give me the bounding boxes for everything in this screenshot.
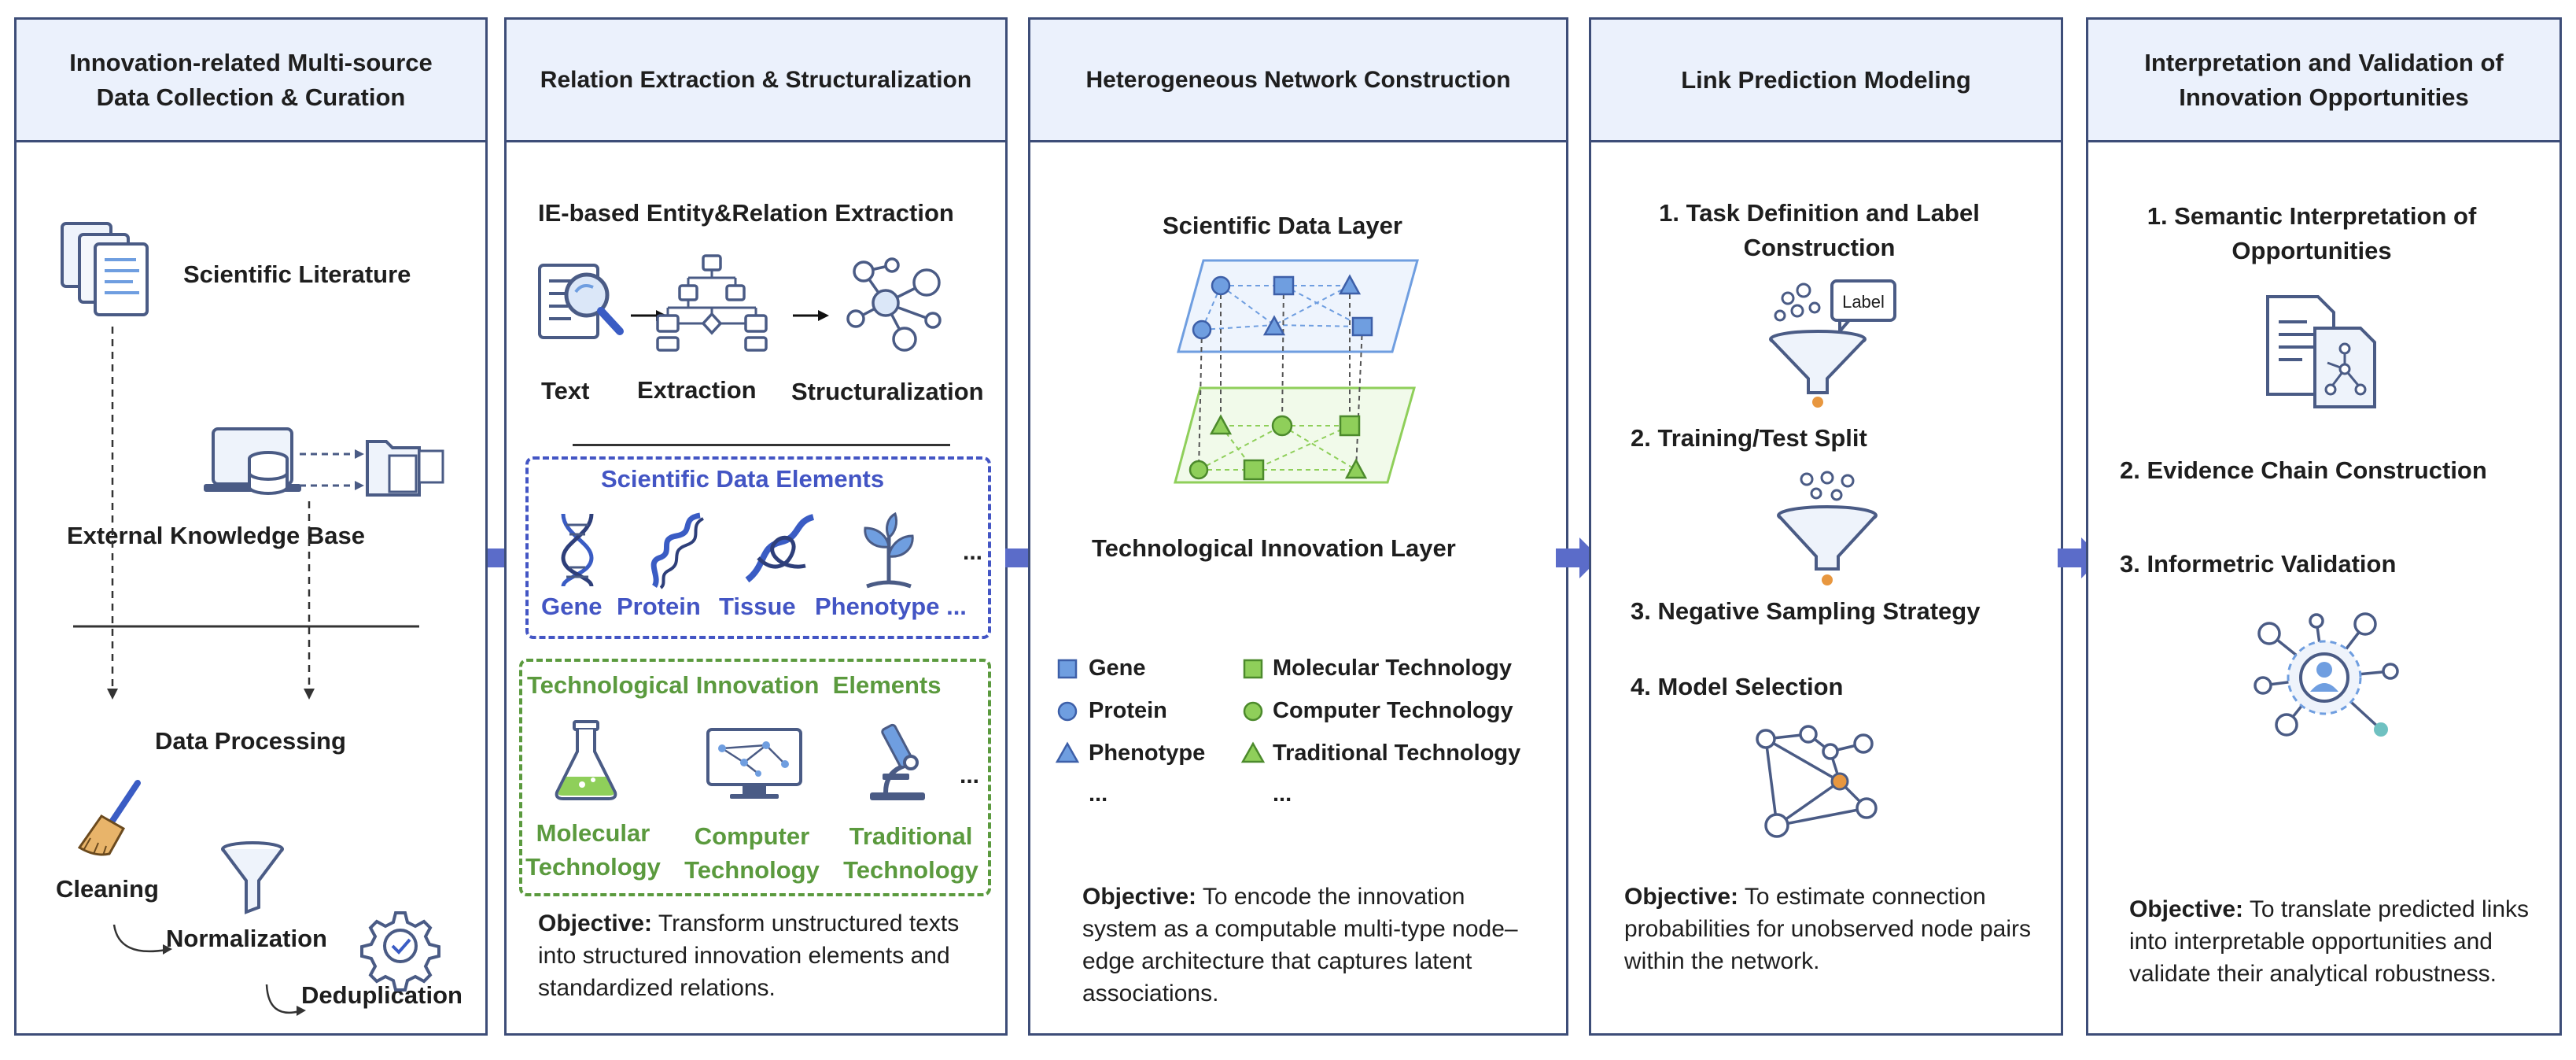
objective-text: Objective: Transform unstructured texts … [538, 907, 994, 1004]
tech-elements-box [519, 659, 991, 896]
objective-body: To encode the innovation system as a com… [1082, 884, 1518, 1006]
objective-body: Transform unstructured texts into struct… [538, 910, 960, 1001]
computer-monitor-icon [706, 728, 802, 799]
normalization-label: Normalization [166, 925, 327, 952]
objective-body: To estimate connection probabilities for… [1624, 884, 2031, 974]
objective-text: Objective: To translate predicted links … [2129, 893, 2538, 990]
scientific-literature-label: Scientific Literature [183, 260, 411, 288]
step-evidence-chain: 2. Evidence Chain Construction [2120, 456, 2487, 484]
scientific-elements-heading: Scientific Data Elements [601, 465, 885, 493]
objective-text: Objective: To encode the innovation syst… [1082, 881, 1539, 1010]
element-gene-label: Gene [541, 593, 603, 620]
legend-marker-circle-green [1243, 701, 1263, 722]
panel-title: Link Prediction Modeling [1591, 20, 2061, 142]
panel-relation-extraction: Relation Extraction & Structuralization … [504, 17, 1008, 1036]
microscope-icon [870, 723, 925, 800]
legend-marker-square-green [1243, 659, 1263, 679]
scientific-elements-box [525, 456, 991, 639]
legend-protein: Protein [1089, 698, 1167, 723]
funnel-icon [221, 841, 284, 914]
text-search-icon [538, 264, 624, 339]
step-model-selection: 4. Model Selection [1631, 673, 1844, 700]
legend-marker-circle-blue [1057, 701, 1078, 722]
legend-ellipsis: ... [1089, 781, 1108, 807]
step-negative-sampling: 3. Negative Sampling Strategy [1631, 597, 1981, 625]
protein-helix-icon [650, 512, 705, 589]
legend-marker-triangle-blue [1055, 741, 1080, 763]
tissue-fiber-icon [745, 514, 815, 583]
funnel-label-icon: Label [1769, 279, 1896, 408]
document-stack-icon [61, 222, 149, 316]
legend-marker-square-blue [1057, 659, 1078, 679]
step-informetric-validation: 3. Informetric Validation [2120, 550, 2397, 578]
panel-interpretation-validation: Interpretation and Validation of Innovat… [2086, 17, 2562, 1036]
panel-title: Heterogeneous Network Construction [1030, 20, 1566, 142]
tech-traditional-label: Traditional Technology [843, 822, 978, 884]
step-task-definition: 1. Task Definition and Label Constructio… [1659, 199, 1980, 261]
broom-icon [77, 780, 141, 856]
tech-layer-label: Technological Innovation Layer [1092, 534, 1456, 562]
scientific-layer-label: Scientific Data Layer [1163, 212, 1402, 239]
dna-icon [561, 513, 594, 587]
graph-model-icon [1756, 725, 1878, 838]
data-processing-label: Data Processing [155, 727, 346, 755]
panel-link-prediction: Link Prediction Modeling 1. Task Definit… [1589, 17, 2063, 1036]
ellipsis-text: ... [963, 539, 983, 565]
step-text-label: Text [541, 377, 590, 404]
step-semantic-interpretation: 1. Semantic Interpretation of Opportunit… [2147, 202, 2477, 264]
legend-traditional-technology: Traditional Technology [1273, 741, 1521, 766]
hierarchy-icon [656, 254, 768, 352]
funnel-split-icon [1777, 471, 1878, 585]
objective-text: Objective: To estimate connection probab… [1624, 881, 2049, 977]
arrow-right-icon [793, 310, 829, 321]
objective-body: To translate predicted links into interp… [2129, 896, 2530, 987]
flow-dashed-lines [73, 327, 419, 700]
objective-label: Objective: [538, 910, 653, 936]
gear-check-icon [360, 911, 440, 992]
ellipsis-text: ... [960, 763, 980, 789]
tech-elements-heading: Technological Innovation Elements [527, 671, 942, 699]
deduplication-label: Deduplication [301, 981, 463, 1009]
tech-computer-label: Computer Technology [684, 822, 820, 884]
user-network-icon [2254, 612, 2399, 737]
legend-computer-technology: Computer Technology [1273, 698, 1513, 723]
panel-network-construction: Heterogeneous Network Construction Scien… [1028, 17, 1568, 1036]
legend-phenotype: Phenotype [1089, 741, 1206, 766]
objective-label: Objective: [2129, 896, 2244, 922]
panel-data-collection: Innovation-related Multi-source Data Col… [14, 17, 488, 1036]
panel-title: Relation Extraction & Structuralization [507, 20, 1005, 142]
database-computer-icon [204, 427, 444, 497]
legend-ellipsis: ... [1273, 781, 1292, 807]
curved-arrows [112, 924, 306, 1016]
element-protein-label: Protein [617, 593, 701, 620]
element-phenotype-label: Phenotype ... [815, 593, 967, 620]
step-training-split: 2. Training/Test Split [1631, 424, 1867, 452]
legend-gene: Gene [1089, 656, 1146, 681]
step-extraction-label: Extraction [637, 376, 757, 404]
element-tissue-label: Tissue [719, 593, 796, 620]
step-structuralization-label: Structuralization [791, 378, 984, 405]
legend-molecular-technology: Molecular Technology [1273, 656, 1513, 681]
two-layer-network [1174, 259, 1419, 484]
tech-molecular-label: Molecular Technology [525, 819, 661, 881]
objective-label: Objective: [1082, 884, 1197, 910]
external-knowledge-base-label: External Knowledge Base [67, 522, 366, 549]
panel-title: Innovation-related Multi-source Data Col… [17, 20, 485, 142]
label-tag-text: Label [1842, 292, 1885, 312]
legend-marker-triangle-green [1240, 741, 1266, 763]
objective-label: Objective: [1624, 884, 1739, 910]
divider-line [573, 444, 950, 446]
extraction-subtitle: IE-based Entity&Relation Extraction [538, 199, 954, 227]
flask-icon [555, 720, 617, 800]
panel-title: Interpretation and Validation of Innovat… [2088, 20, 2559, 142]
document-network-icon [2266, 295, 2376, 408]
network-nodes-icon [846, 257, 942, 352]
plant-phenotype-icon [864, 512, 914, 589]
cleaning-label: Cleaning [56, 875, 159, 903]
